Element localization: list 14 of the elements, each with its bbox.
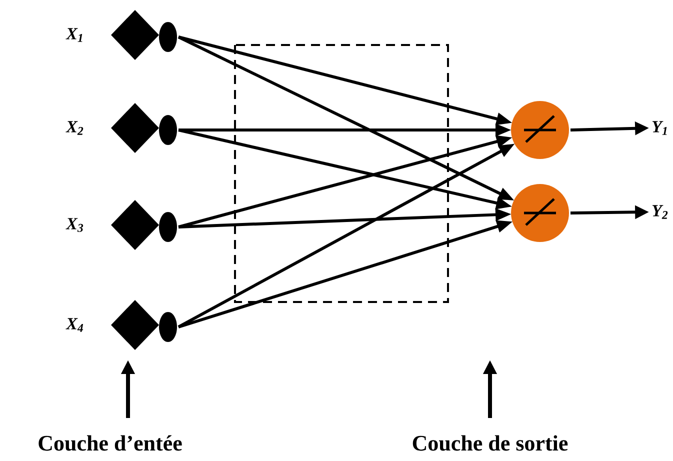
output-label: Y$_{1}$ xyxy=(652,121,667,135)
neuron-circle xyxy=(511,101,569,159)
input-unit xyxy=(111,103,177,153)
input-label: X$_{2}$ xyxy=(66,121,84,135)
input-unit xyxy=(111,300,177,350)
input-unit xyxy=(111,200,177,250)
input-label: X$_{4}$ xyxy=(66,318,84,332)
input-label: X$_{1}$ xyxy=(66,28,82,42)
output-label: Y$_{2}$ xyxy=(652,205,668,219)
neuron-circle xyxy=(511,184,569,242)
input-label: X$_{3}$ xyxy=(66,218,84,232)
layer-caption: Couche d’entée xyxy=(38,435,182,451)
input-unit xyxy=(111,10,177,60)
layer-caption: Couche de sortie xyxy=(412,435,568,451)
